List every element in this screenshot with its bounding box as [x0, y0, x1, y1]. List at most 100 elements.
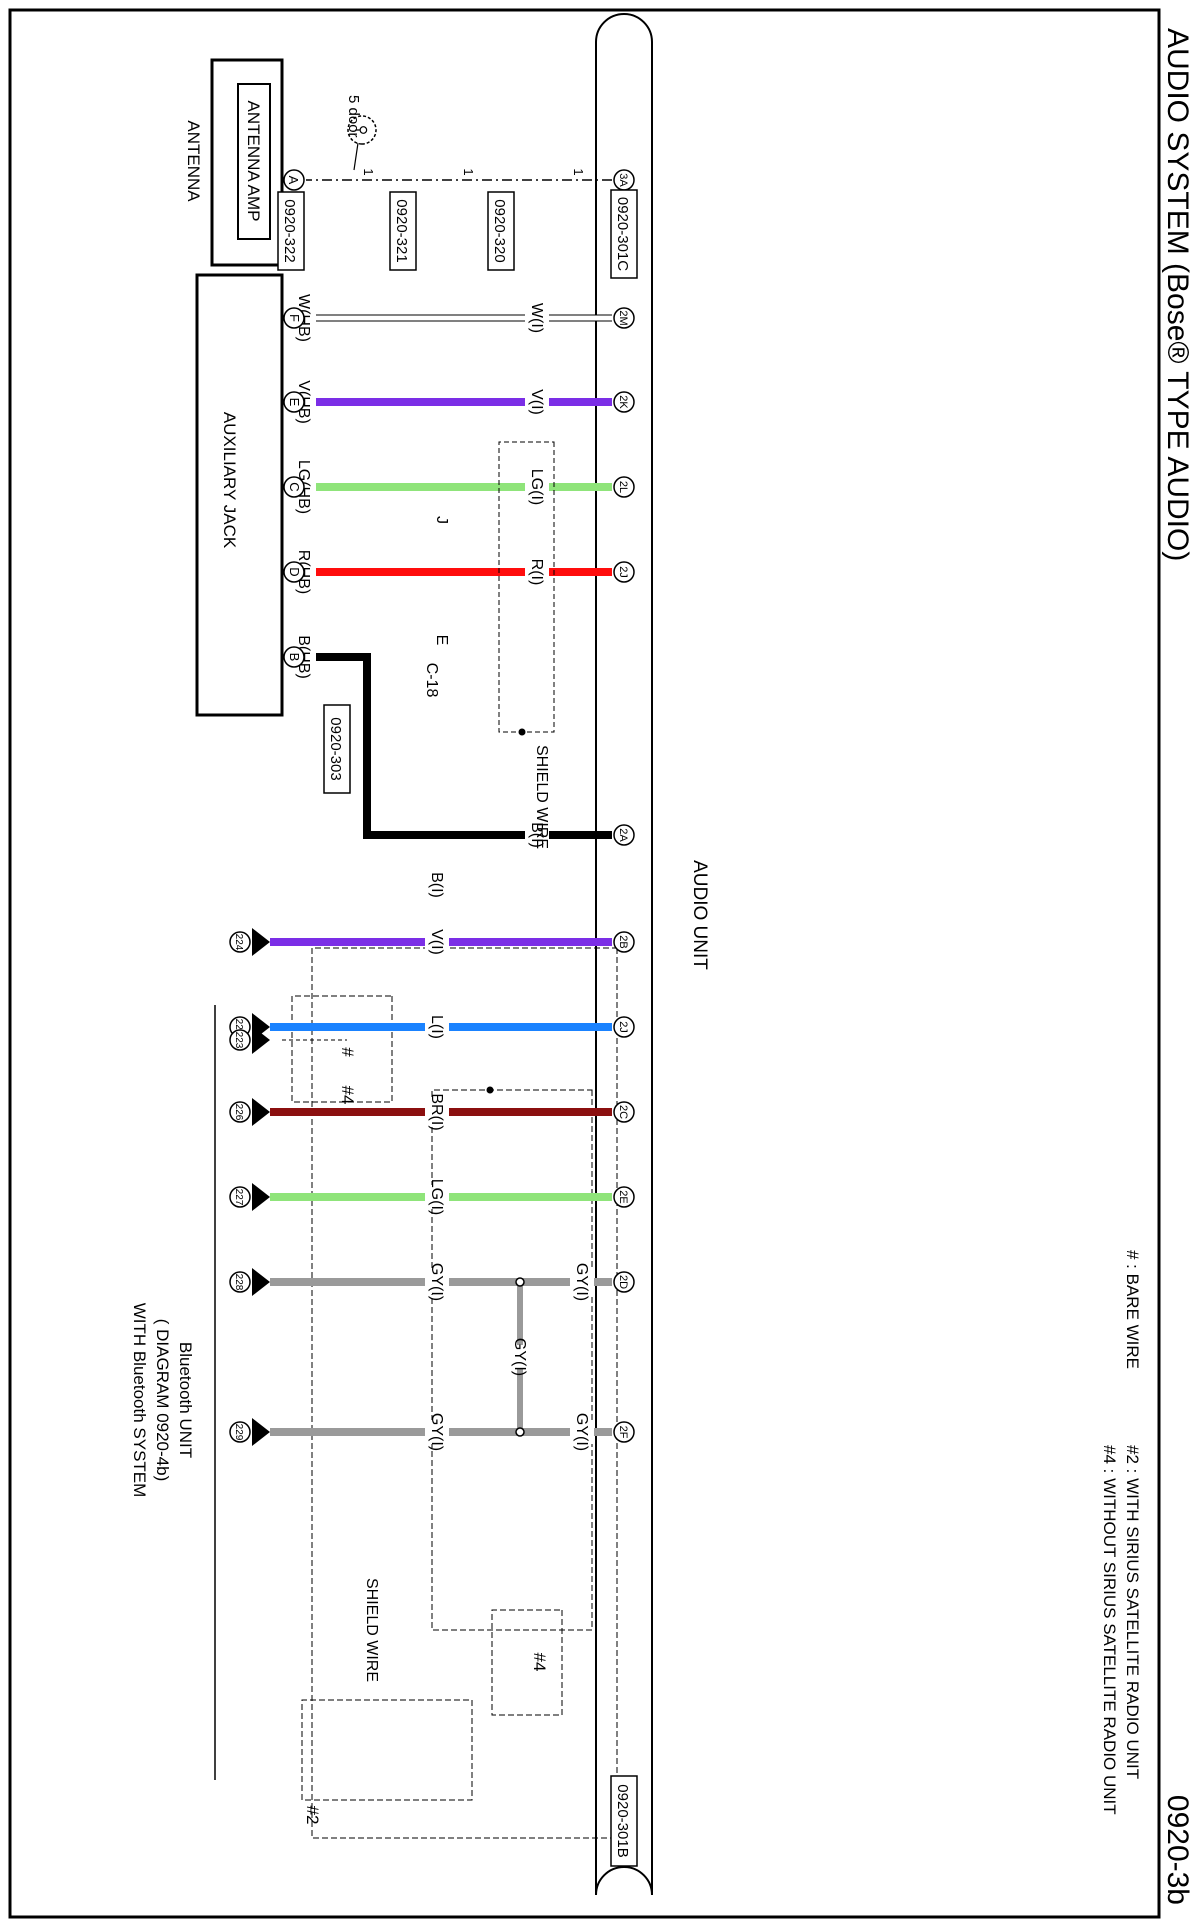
aux-pin-B [283, 646, 305, 668]
antenna-box [210, 58, 284, 267]
bluetooth-pin-227-label: 227 [233, 1189, 244, 1206]
bluetooth-without-mark-mid: #4 [530, 1653, 549, 1672]
bluetooth-shield-dot [486, 1086, 494, 1094]
bluetooth-code-229: GY(I) [428, 1413, 445, 1451]
bluetooth-pin-225-label: 225 [233, 1019, 244, 1036]
connector-0920-322-box [277, 191, 305, 271]
audio-pin-2J-label: 2J [617, 566, 629, 578]
audio-pin-2C-label: 2C [617, 1105, 629, 1119]
bluetooth-pin-229 [229, 1421, 251, 1443]
aux-au-code-F: W(I) [528, 303, 545, 333]
audio-pin-2C [613, 1101, 635, 1123]
antenna-wire-num-2: 1 [461, 168, 476, 175]
antenna-pin-a-label: A [286, 176, 301, 185]
aux-code-gap-au-E [525, 390, 549, 414]
bluetooth-code-gap-227 [425, 1185, 449, 1209]
bluetooth-code-224: V(I) [428, 929, 445, 955]
aux-pin-E [283, 391, 305, 413]
bluetooth-pin-228-label: 228 [233, 1274, 244, 1291]
bluetooth-without-mark: #4 [338, 1086, 357, 1105]
audio-pin-2J [613, 561, 635, 583]
aux-pin-C [283, 476, 305, 498]
gy-bottom-code: GY(I) [573, 1413, 590, 1451]
bluetooth-pin-223-label: 223 [233, 1032, 244, 1049]
audio-pin-2F [613, 1421, 635, 1443]
without-sirius-dashed-mid [491, 1609, 563, 1716]
gy-top-code-gap [570, 1270, 594, 1294]
aux-au-code-B: B(I) [528, 822, 545, 848]
bluetooth-pin-229-arrow [252, 1418, 270, 1446]
aux-joint-c18: C-18 [423, 663, 440, 698]
aux-ground-junction [418, 831, 426, 839]
bluetooth-pin-227 [229, 1186, 251, 1208]
connector-0920-301b-box [610, 1775, 638, 1867]
audio-pin-2K [613, 391, 635, 413]
audio-pin-2D-label: 2D [617, 1275, 629, 1289]
bluetooth-pin-226 [229, 1101, 251, 1123]
aux-shield-wire-label: SHIELD WIRE [533, 745, 550, 849]
bluetooth-code-226: BR(I) [428, 1093, 445, 1130]
aux-code-gap-au-F [525, 306, 549, 330]
connector-0920-322: 0920-322 [281, 199, 298, 262]
antenna-ground-symbol [347, 115, 377, 145]
bluetooth-code-gap-225 [425, 1015, 449, 1039]
page-frame [8, 8, 1161, 1919]
connector-0920-301c: 0920-301C [614, 197, 631, 271]
aux-jack-box [195, 273, 284, 717]
legend-with-sirius: #2 : WITH SIRIUS SATELLITE RADIO UNIT [1123, 1445, 1142, 1779]
audio-pin-2B [613, 931, 635, 953]
bluetooth-shield-wire-label: SHIELD WIRE [363, 1578, 380, 1682]
door-arrow [353, 142, 359, 171]
audio-pin-2L-label: 2L [617, 481, 629, 493]
bluetooth-pin-227-arrow [252, 1183, 270, 1211]
bluetooth-code-228: GY(I) [428, 1263, 445, 1301]
connector-0920-321-box [389, 191, 417, 271]
bluetooth-pin-223 [229, 1029, 251, 1051]
audio-pin-3a-label: 3A [617, 173, 629, 187]
antenna-amp-box [237, 83, 271, 240]
audio-pin-2K-label: 2K [617, 395, 629, 409]
audio-pin-2L [613, 476, 635, 498]
legend-without-sirius: #4 : WITHOUT SIRIUS SATELLITE RADIO UNIT [1100, 1445, 1119, 1815]
gy-link-node-bottom [515, 1427, 525, 1437]
aux-pin-F [283, 307, 305, 329]
bluetooth-pin-223-arrow [252, 1026, 270, 1054]
bluetooth-code-gap-228 [425, 1270, 449, 1294]
aux-code-gap-au-B [525, 823, 549, 847]
connector-0920-301b: 0920-301B [614, 1784, 631, 1857]
bluetooth-code-gap-226 [425, 1100, 449, 1124]
gy-link-node-top [515, 1277, 525, 1287]
aux-au-code-E: V(I) [528, 389, 545, 415]
audio-pin-2B-label: 2B [617, 935, 629, 948]
connector-0920-320: 0920-320 [491, 199, 508, 262]
gy-link-code-gap [508, 1345, 532, 1369]
antenna-wire-num-1: 1 [571, 168, 586, 175]
bluetooth-pin-229-label: 229 [233, 1424, 244, 1441]
aux-pin-E-label: E [287, 398, 302, 407]
audio-pin-2A-label: 2A [617, 828, 629, 842]
legend-bare-wire: # : BARE WIRE [1123, 1250, 1142, 1369]
diagram-number: 0920-3b [1161, 1795, 1194, 1905]
bluetooth-pin-226-label: 226 [233, 1104, 244, 1121]
connector-0920-303: 0920-303 [327, 717, 344, 780]
aux-pin-B-label: B [287, 653, 302, 662]
audio-pin-2A [613, 824, 635, 846]
antenna-wire-num-3: 1 [361, 168, 376, 175]
bluetooth-unit-name: Bluetooth UNIT [176, 1342, 195, 1458]
aux-pin-F-label: F [287, 314, 302, 322]
bluetooth-code-227: LG(I) [428, 1179, 445, 1215]
bluetooth-pin-224-arrow [252, 928, 270, 956]
aux-au-code-C: LG(I) [528, 469, 545, 505]
audio-pin-2J-label: 2J [617, 1021, 629, 1033]
bluetooth-shield-dashed [431, 1089, 593, 1631]
with-sirius-dashed [301, 1699, 473, 1801]
audio-pin-2D [613, 1271, 635, 1293]
diagram-title: AUDIO SYSTEM (Bose® TYPE AUDIO) [1161, 28, 1194, 561]
connector-0920-321: 0920-321 [393, 199, 410, 262]
audio-pin-2M-label: 2M [617, 310, 629, 325]
aux-ground-mid-code: B(I) [428, 872, 445, 898]
bluetooth-pin-226-arrow [252, 1098, 270, 1126]
audio-pin-2E-label: 2E [617, 1190, 629, 1203]
